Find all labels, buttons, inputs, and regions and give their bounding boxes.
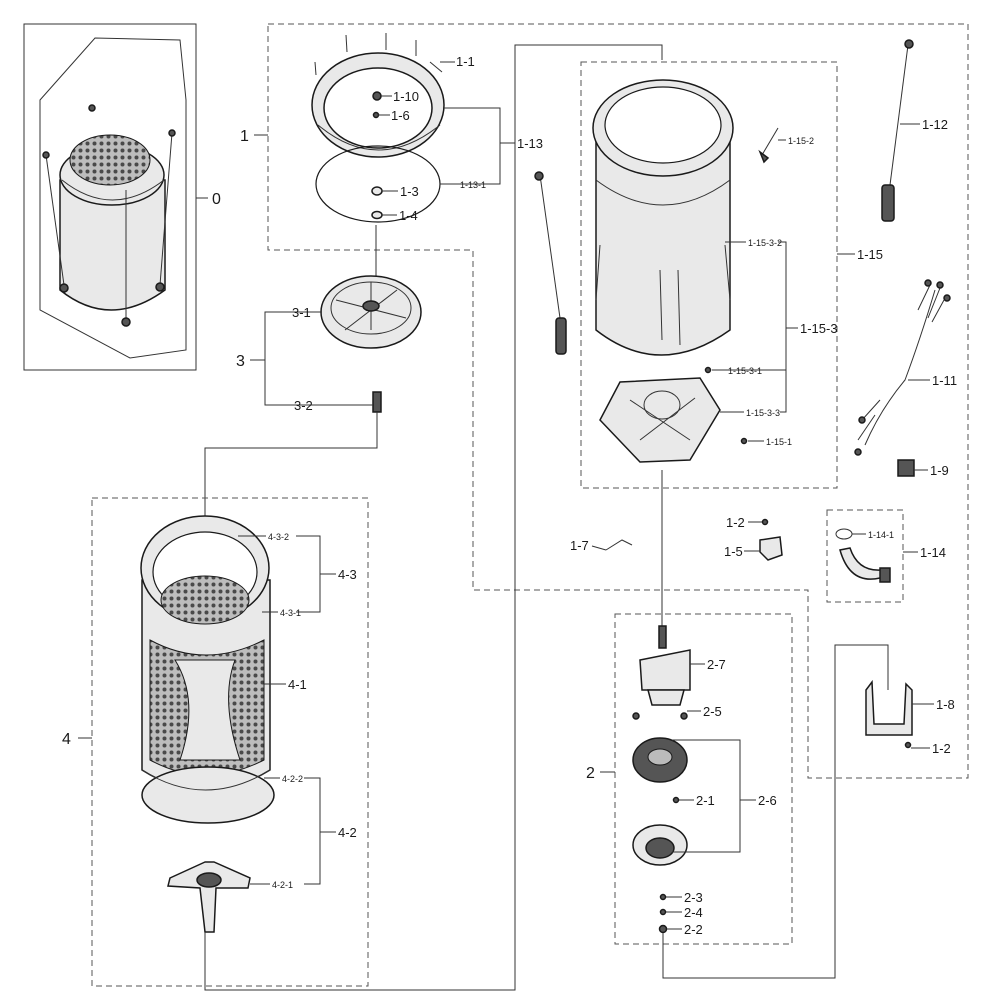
clutch-assembly-part — [639, 625, 691, 706]
part-1-15-1-screw — [740, 437, 748, 445]
bracket-part — [865, 679, 913, 736]
callout-1-15-3-2: 1-15-3-2 — [748, 238, 782, 248]
callout-1-14-1: 1-14-1 — [868, 530, 894, 540]
callout-1-5: 1-5 — [724, 544, 743, 559]
group-2-boundary — [614, 613, 793, 945]
part-2-1-bolt — [672, 796, 680, 804]
overview-cabinet-outline — [39, 37, 187, 359]
part-2-4-washer — [659, 908, 667, 916]
callout-2-6: 2-6 — [758, 793, 777, 808]
callout-4-2-1: 4-2-1 — [272, 880, 293, 890]
callout-1-11: 1-11 — [932, 373, 957, 388]
callout-2-3: 2-3 — [684, 890, 703, 905]
part-1-4-washer — [371, 210, 383, 220]
group-1-boundary — [267, 23, 969, 779]
callout-1-8: 1-8 — [936, 697, 955, 712]
group-label-4: 4 — [62, 731, 71, 748]
callout-4-1: 4-1 — [288, 677, 307, 692]
callout-1-15-2: 1-15-2 — [788, 136, 814, 146]
group-1-14-boundary — [826, 509, 904, 603]
group-label-1: 1 — [240, 128, 249, 145]
callout-1-3: 1-3 — [400, 184, 419, 199]
callout-1-10: 1-10 — [393, 89, 419, 104]
callout-2-7: 2-7 — [707, 657, 726, 672]
callout-1-9: 1-9 — [930, 463, 949, 478]
callout-1-14: 1-14 — [920, 545, 946, 560]
callouts-group-1-top: 1-1 1-10 1-6 1-13 1-13-1 1-3 1-4 — [378, 54, 543, 223]
part-1-3-nut — [371, 186, 383, 196]
part-2-3-nut — [659, 893, 667, 901]
callout-1-2-a: 1-2 — [726, 515, 745, 530]
callout-1-13: 1-13 — [517, 136, 543, 151]
rotor-part — [632, 824, 688, 866]
assembled-washer-part — [42, 104, 176, 327]
part-1-15-3-1-screw — [704, 366, 712, 374]
callout-3-1: 3-1 — [292, 305, 311, 320]
callout-1-12: 1-12 — [922, 117, 948, 132]
wire-harness-part — [854, 279, 951, 456]
callout-1-4: 1-4 — [399, 208, 418, 223]
overview-frame — [23, 23, 197, 371]
callout-2-4: 2-4 — [684, 905, 703, 920]
part-1-9-switch — [897, 459, 915, 477]
part-2-5-bolt-a — [632, 712, 640, 720]
callouts-group-3: 3 3-1 3-2 — [236, 305, 373, 413]
callouts-group-4: 4-3-2 4-3 4-3-1 4-1 4-2-2 4-2 4-2-1 — [238, 532, 357, 890]
stator-part — [632, 737, 688, 783]
pulsator-shaft-part — [372, 391, 382, 413]
part-1-2-screw-b — [904, 741, 912, 749]
callout-3-2: 3-2 — [294, 398, 313, 413]
callout-1-15-3: 1-15-3 — [800, 321, 838, 336]
outer-tub-part — [592, 79, 734, 356]
part-2-5-bolt-b — [680, 712, 688, 720]
callout-4-3-1: 4-3-1 — [280, 608, 301, 618]
callout-2-2: 2-2 — [684, 922, 703, 937]
callout-1-7: 1-7 — [570, 538, 589, 553]
callout-1-1: 1-1 — [456, 54, 475, 69]
callouts-group-1-15: 1-15-2 1-15-3-2 1-15-3 1-15-3-1 1-15-3-3… — [712, 136, 883, 447]
part-2-2-bolt — [658, 924, 668, 934]
part-1-15-2-clip — [758, 127, 779, 164]
part-1-10-screw — [372, 91, 382, 101]
callout-1-15-1: 1-15-1 — [766, 437, 792, 447]
part-1-2-screw-a — [761, 518, 769, 526]
callout-1-15: 1-15 — [857, 247, 883, 262]
group-1-15-boundary — [580, 61, 838, 489]
wash-basket-part — [140, 515, 275, 824]
callout-2-5: 2-5 — [703, 704, 722, 719]
callout-1-13-1: 1-13-1 — [460, 180, 486, 190]
part-1-7-clip — [605, 539, 633, 551]
suspension-rod-right-part — [881, 39, 914, 222]
basket-flange-part — [167, 861, 251, 933]
tub-cover-part — [311, 33, 445, 158]
pulsator-part — [320, 275, 422, 349]
group-label-0: 0 — [212, 191, 221, 208]
callout-2-1: 2-1 — [696, 793, 715, 808]
callouts-group-2: 2-7 2-5 2-6 2-1 2-3 2-4 2-2 — [666, 657, 777, 937]
group-label-2: 2 — [586, 765, 595, 782]
assembly-overview-group: 0 — [23, 23, 221, 371]
callout-4-2: 4-2 — [338, 825, 357, 840]
tub-base-part — [599, 377, 721, 463]
callout-4-3: 4-3 — [338, 567, 357, 582]
callout-1-6: 1-6 — [391, 108, 410, 123]
callout-1-15-3-3: 1-15-3-3 — [746, 408, 780, 418]
water-valve-part — [759, 536, 783, 561]
callout-1-2-b: 1-2 — [932, 741, 951, 756]
part-1-6-screw — [372, 111, 380, 119]
callout-4-3-2: 4-3-2 — [268, 532, 289, 542]
callout-4-2-2: 4-2-2 — [282, 774, 303, 784]
callout-1-15-3-1: 1-15-3-1 — [728, 366, 762, 376]
suspension-rod-left-part — [534, 171, 567, 355]
group-4-boundary — [91, 497, 369, 987]
group-label-3: 3 — [236, 353, 245, 370]
